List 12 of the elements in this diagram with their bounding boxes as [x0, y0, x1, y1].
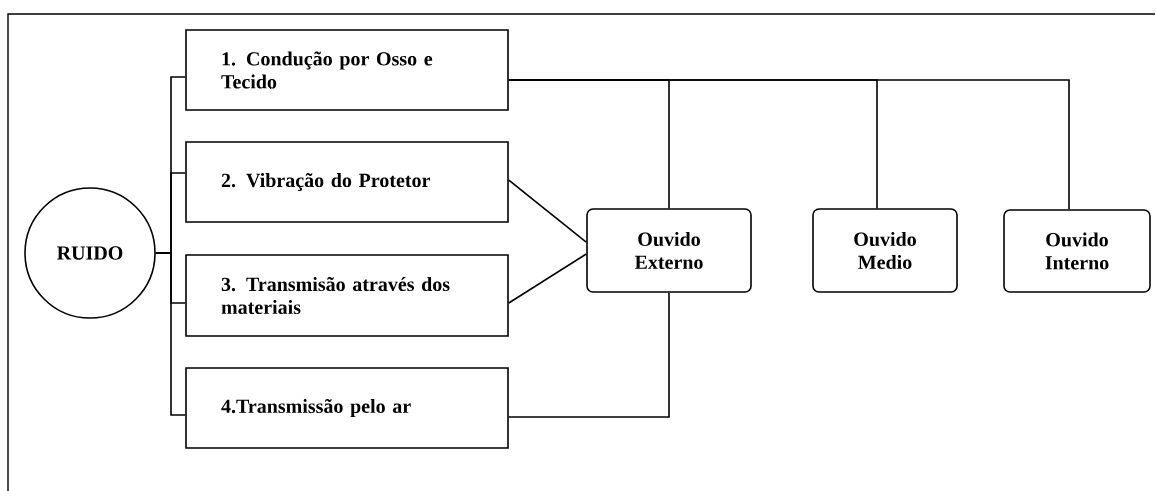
connector-line — [508, 253, 587, 304]
process-box: 3. Transmisão através dos materiais — [185, 254, 509, 337]
ear-box: Ouvido Interno — [1003, 209, 1151, 293]
ear-box: Ouvido Medio — [812, 208, 958, 293]
connector-line — [508, 79, 1070, 210]
connector-line — [508, 292, 670, 418]
process-box: 2. Vibração do Protetor — [185, 141, 509, 223]
ear-box: Ouvido Externo — [586, 208, 752, 293]
connector-line — [508, 179, 587, 243]
process-box: 1. Condução por Osso e Tecido — [185, 29, 509, 111]
connector-line — [155, 252, 186, 416]
process-box: 4.Transmissão pelo ar — [185, 367, 509, 449]
